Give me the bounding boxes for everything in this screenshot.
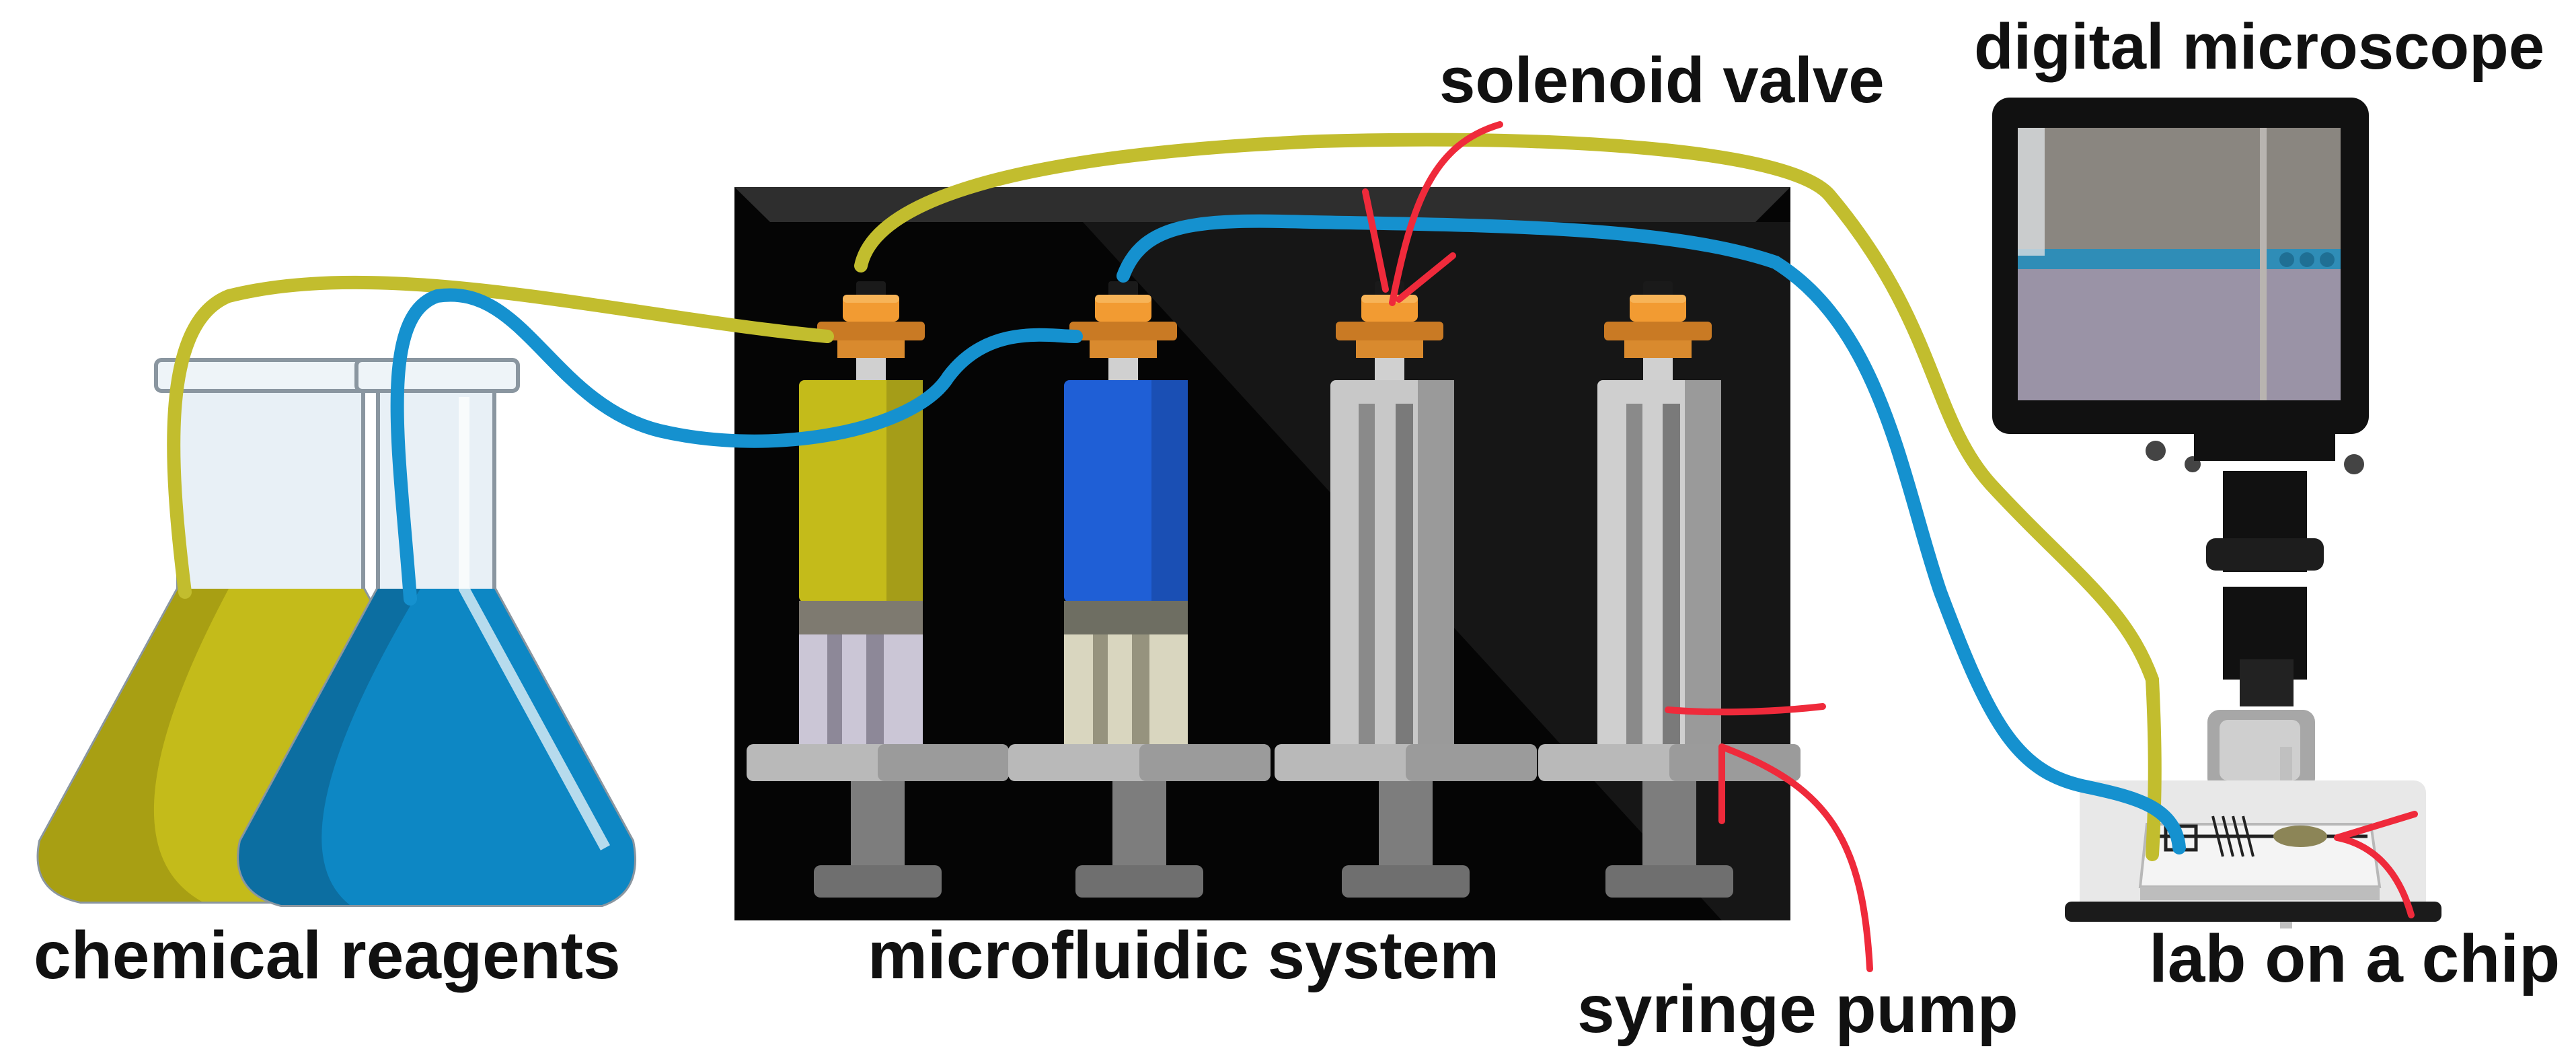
flask-icon	[237, 358, 636, 907]
syringe-pump-label: syringe pump	[1577, 972, 2018, 1047]
syringe-icon	[1275, 281, 1537, 898]
syringe-icon	[1008, 281, 1271, 898]
arrow-icon	[1665, 703, 1873, 972]
digital-microscope-label: digital microscope	[1974, 11, 2545, 83]
lab-on-a-chip-label: lab on a chip	[2149, 921, 2561, 996]
chemical-reagents-label: chemical reagents	[34, 918, 621, 993]
solenoid-valve-label: solenoid valve	[1439, 44, 1885, 116]
microfluidic-system-label: microfluidic system	[868, 918, 1500, 993]
chip-icon	[2138, 815, 2382, 900]
yellow-tube	[167, 133, 2162, 861]
microscope-icon	[1992, 98, 2441, 928]
arrow-icon	[2334, 811, 2418, 918]
arrow-icon	[1362, 121, 1503, 306]
syringe-icon	[1538, 281, 1801, 898]
blue-tube	[390, 214, 2186, 854]
microscope-screen	[2018, 128, 2341, 400]
